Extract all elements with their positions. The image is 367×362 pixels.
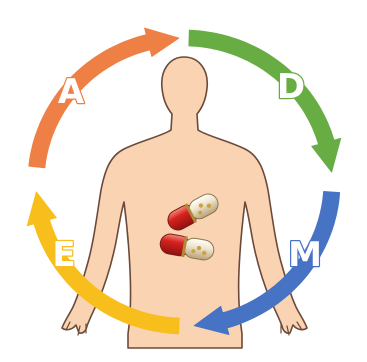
stage-letter-distribution: D <box>277 67 305 107</box>
stage-letter-absorption: A <box>58 72 85 112</box>
stage-letter-metabolism: M <box>288 235 322 275</box>
stage-letter-excretion: E <box>52 235 75 275</box>
